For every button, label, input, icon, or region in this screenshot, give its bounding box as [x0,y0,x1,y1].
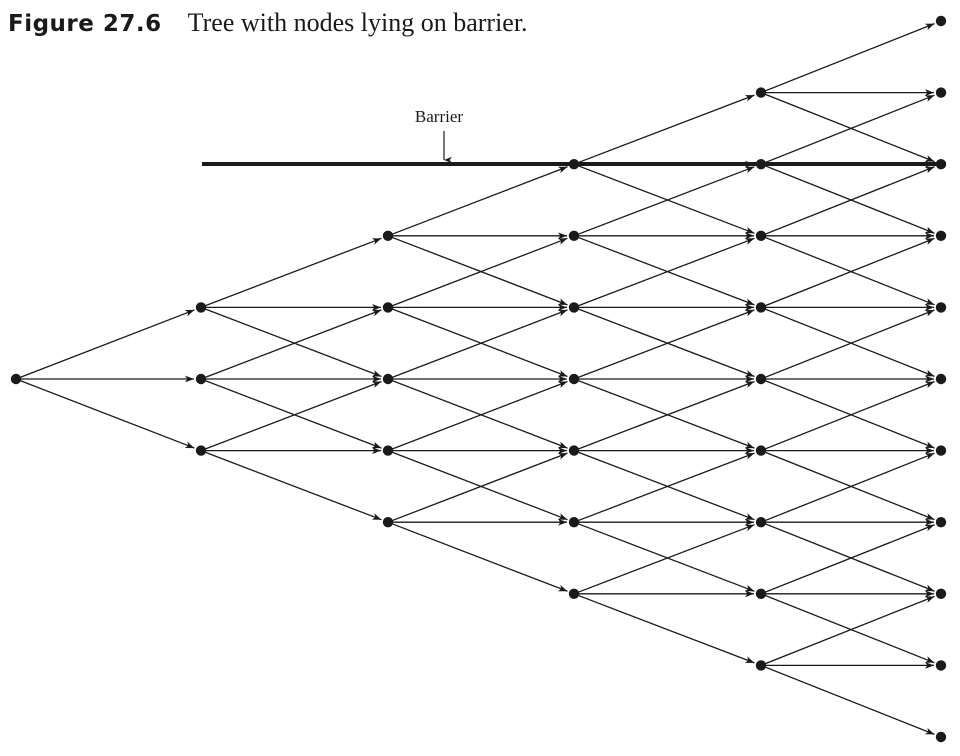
branch-up [200,309,382,380]
tree-branches [15,22,935,736]
tree-node [382,445,394,456]
tree-node [568,588,580,599]
tree-node [935,517,947,528]
tree-node [568,373,580,385]
barrier-label: Barrier [415,107,463,126]
branch-up [573,524,755,595]
branch-down [573,521,755,592]
tree-node [382,373,394,385]
tree-nodes [10,15,947,743]
tree-node [935,731,947,743]
branch-up [573,94,755,165]
branch-down [760,235,935,306]
branch-down [760,91,935,163]
tree-node [568,445,580,456]
branch-up [200,237,382,309]
branch-down [760,521,935,592]
tree-node [195,302,207,313]
branch-up [760,166,935,237]
branch-down [573,306,755,378]
branch-down [573,593,755,664]
branch-up [760,94,935,165]
figure-caption: Figure 27.6 Tree with nodes lying on bar… [8,6,528,41]
tree-node [935,302,947,313]
branch-up [387,380,568,452]
tree-node [568,302,580,313]
tree-node [755,445,767,456]
tree-node [935,87,947,98]
branch-up [760,22,935,94]
figure-number: Figure 27.6 [8,11,162,37]
branch-up [760,309,935,380]
tree-node [755,373,767,385]
branch-down [760,378,935,449]
tree-node-on-barrier [568,159,580,170]
branch-up [760,237,935,309]
tree-node [382,302,394,313]
branch-down [387,235,568,306]
tree-node [382,517,394,528]
branch-down [573,378,755,449]
branch-down [387,449,568,521]
branch-down [200,449,382,521]
tree-node [935,588,947,599]
branch-down [760,664,935,736]
branch-up [387,452,568,523]
branch-down [573,449,755,521]
branch-up [573,452,755,523]
tree-node [568,230,580,241]
tree-node-on-barrier [935,159,947,170]
branch-down [15,378,195,449]
tree-node [755,230,767,241]
branch-up [573,166,755,237]
branch-up [760,452,935,523]
branch-down [200,378,382,449]
tree-node [755,517,767,528]
tree-node [755,302,767,313]
branch-up [573,309,755,380]
branch-down [760,306,935,378]
tree-node [382,230,394,241]
tree-node [195,373,207,385]
tree-node [755,660,767,671]
figure-title: Tree with nodes lying on barrier. [187,8,528,37]
branch-down [760,449,935,521]
branch-down [760,593,935,664]
tree-node [935,445,947,456]
tree-node [935,660,947,671]
branch-down [760,163,935,234]
tree-node [935,230,947,241]
branch-up [573,237,755,309]
branch-up [760,524,935,595]
branch-up [387,309,568,380]
tree-node-on-barrier [755,159,767,170]
branch-down [387,306,568,378]
tree-node [195,445,207,456]
branch-down [387,378,568,449]
tree-node [755,588,767,599]
branch-down [387,521,568,592]
tree-node [10,373,22,385]
branch-down [573,235,755,306]
branch-up [387,166,568,237]
tree-node [568,517,580,528]
branch-down [573,163,755,234]
branch-down [200,306,382,378]
branch-up [200,380,382,452]
branch-up [387,237,568,309]
tree-node [755,87,767,98]
branch-up [760,595,935,667]
tree-node [935,15,947,27]
branch-up [573,380,755,452]
branch-up [15,309,195,380]
branch-up [760,380,935,452]
tree-node [935,373,947,385]
